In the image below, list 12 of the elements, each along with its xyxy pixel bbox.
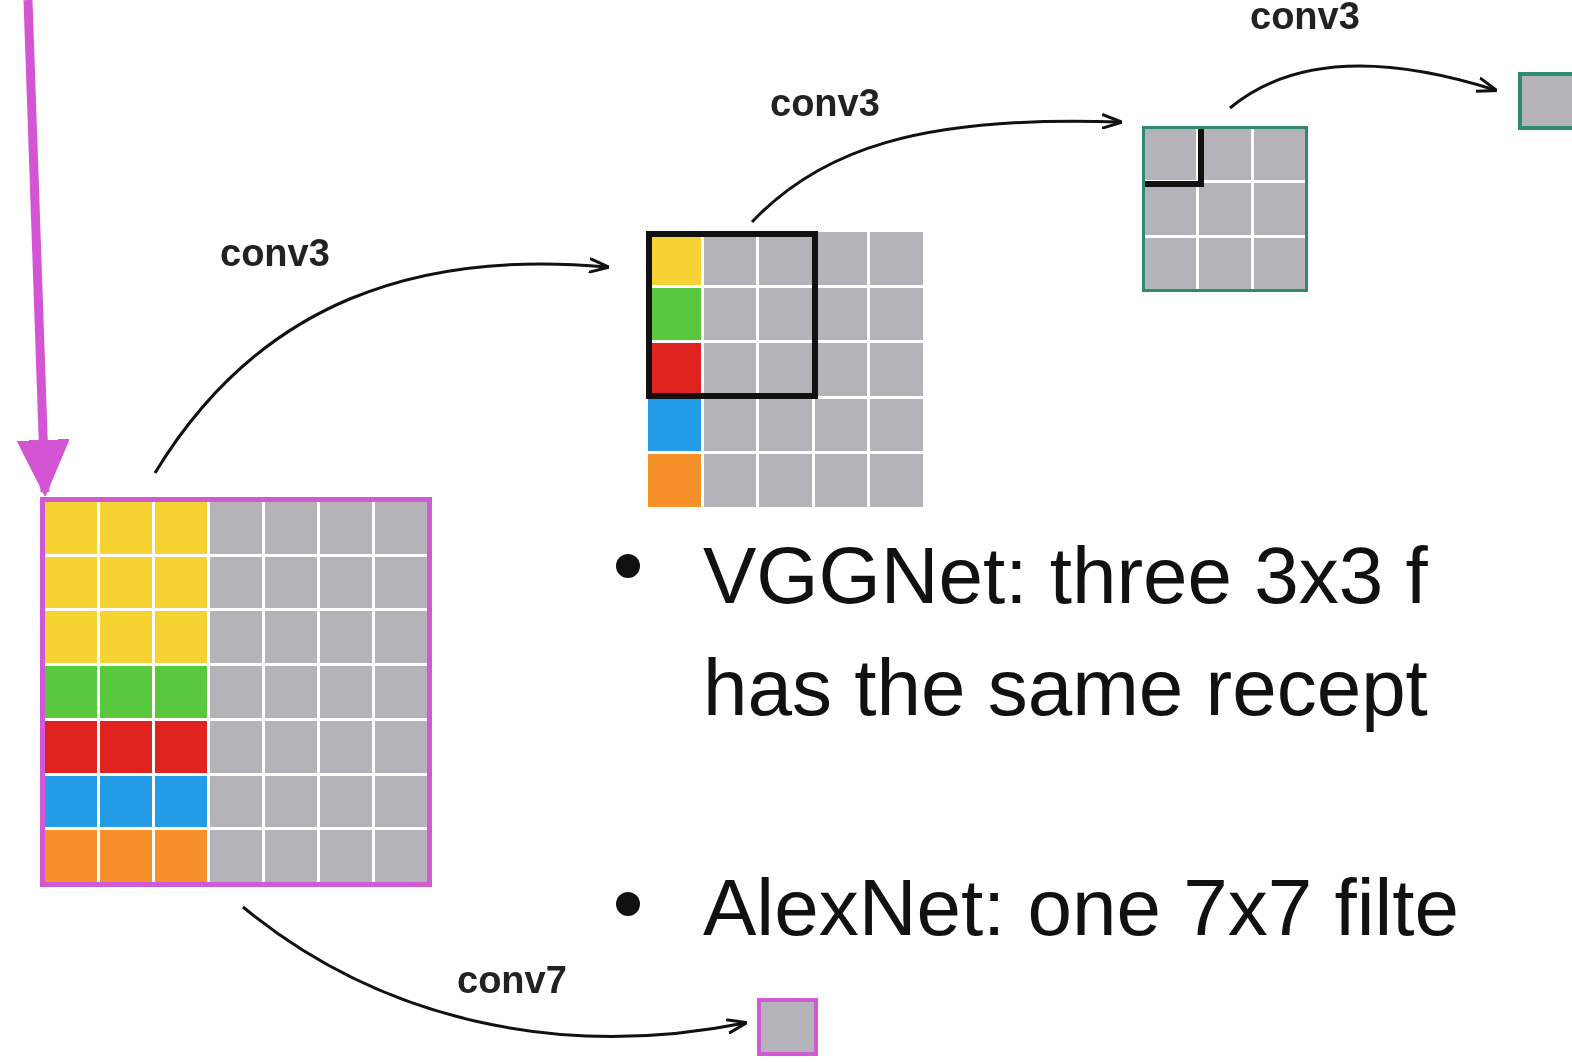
bullet-text: AlexNet: one 7x7 filte [703, 862, 1460, 954]
arrow [1229, 64, 1499, 110]
grid-drawing [1142, 126, 1308, 292]
square-icon [757, 998, 818, 1056]
arrow [153, 257, 611, 474]
grid-drawing [40, 497, 432, 887]
square-icon [1518, 72, 1572, 130]
arrow [16, 0, 70, 497]
arrow [242, 905, 749, 1038]
arrow [750, 113, 1124, 224]
grid-drawing [648, 232, 923, 507]
bullet-text: VGGNet: three 3x3 f has the same recept [703, 530, 1429, 734]
